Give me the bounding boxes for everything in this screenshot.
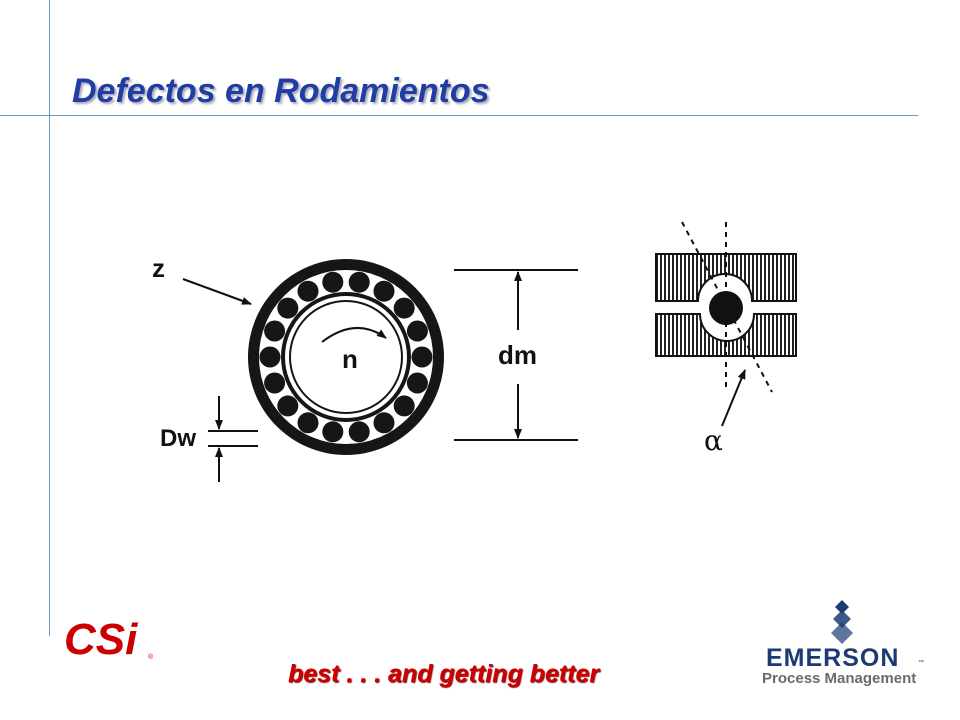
emerson-wordmark: EMERSON: [766, 644, 900, 672]
rolling-ball: [406, 372, 428, 394]
ball-section: [709, 291, 743, 325]
rolling-ball: [264, 320, 286, 342]
emerson-trademark: ™: [918, 660, 924, 666]
z-label: z: [152, 253, 165, 283]
rolling-ball: [393, 395, 415, 417]
rolling-ball: [259, 346, 281, 368]
rolling-elements: [259, 271, 433, 443]
alpha-label: α: [704, 424, 723, 457]
inner-ring: [281, 292, 411, 422]
rolling-ball: [297, 412, 319, 434]
emerson-logo-icon: [831, 600, 853, 644]
rolling-ball: [393, 297, 415, 319]
rolling-ball: [264, 372, 286, 394]
contact-angle-line: [681, 221, 773, 393]
csi-registered-mark: ®: [148, 654, 154, 661]
outer-race-section: [655, 253, 797, 302]
dw-label: Dw: [160, 425, 196, 452]
csi-logo-text: CSi: [64, 615, 138, 662]
tagline: best . . . and getting better: [288, 660, 600, 688]
dm-label: dm: [498, 340, 537, 370]
bearing-cross-section: α: [655, 221, 797, 457]
rolling-ball: [297, 280, 319, 302]
n-label: n: [342, 344, 358, 374]
inner-bore: [289, 300, 403, 414]
rolling-ball: [322, 421, 344, 443]
rolling-ball: [406, 320, 428, 342]
rolling-ball: [348, 421, 370, 443]
horizontal-rule: [0, 115, 918, 116]
bearing-front-view: [248, 259, 444, 455]
rotation-arrow: [321, 326, 387, 343]
rolling-ball: [322, 271, 344, 293]
csi-logo: CSi: [64, 615, 138, 662]
rolling-ball: [373, 280, 395, 302]
slide-title: Defectos en Rodamientos: [72, 72, 490, 110]
rolling-ball: [411, 346, 433, 368]
alpha-arrow: [721, 369, 746, 427]
emerson-subtitle: Process Management: [762, 670, 917, 687]
rolling-ball: [348, 271, 370, 293]
vertical-rule: [49, 0, 50, 636]
inner-race-section: [655, 313, 797, 357]
rolling-ball: [277, 297, 299, 319]
rolling-ball: [373, 412, 395, 434]
rolling-ball: [277, 395, 299, 417]
z-arrow: [182, 278, 252, 305]
